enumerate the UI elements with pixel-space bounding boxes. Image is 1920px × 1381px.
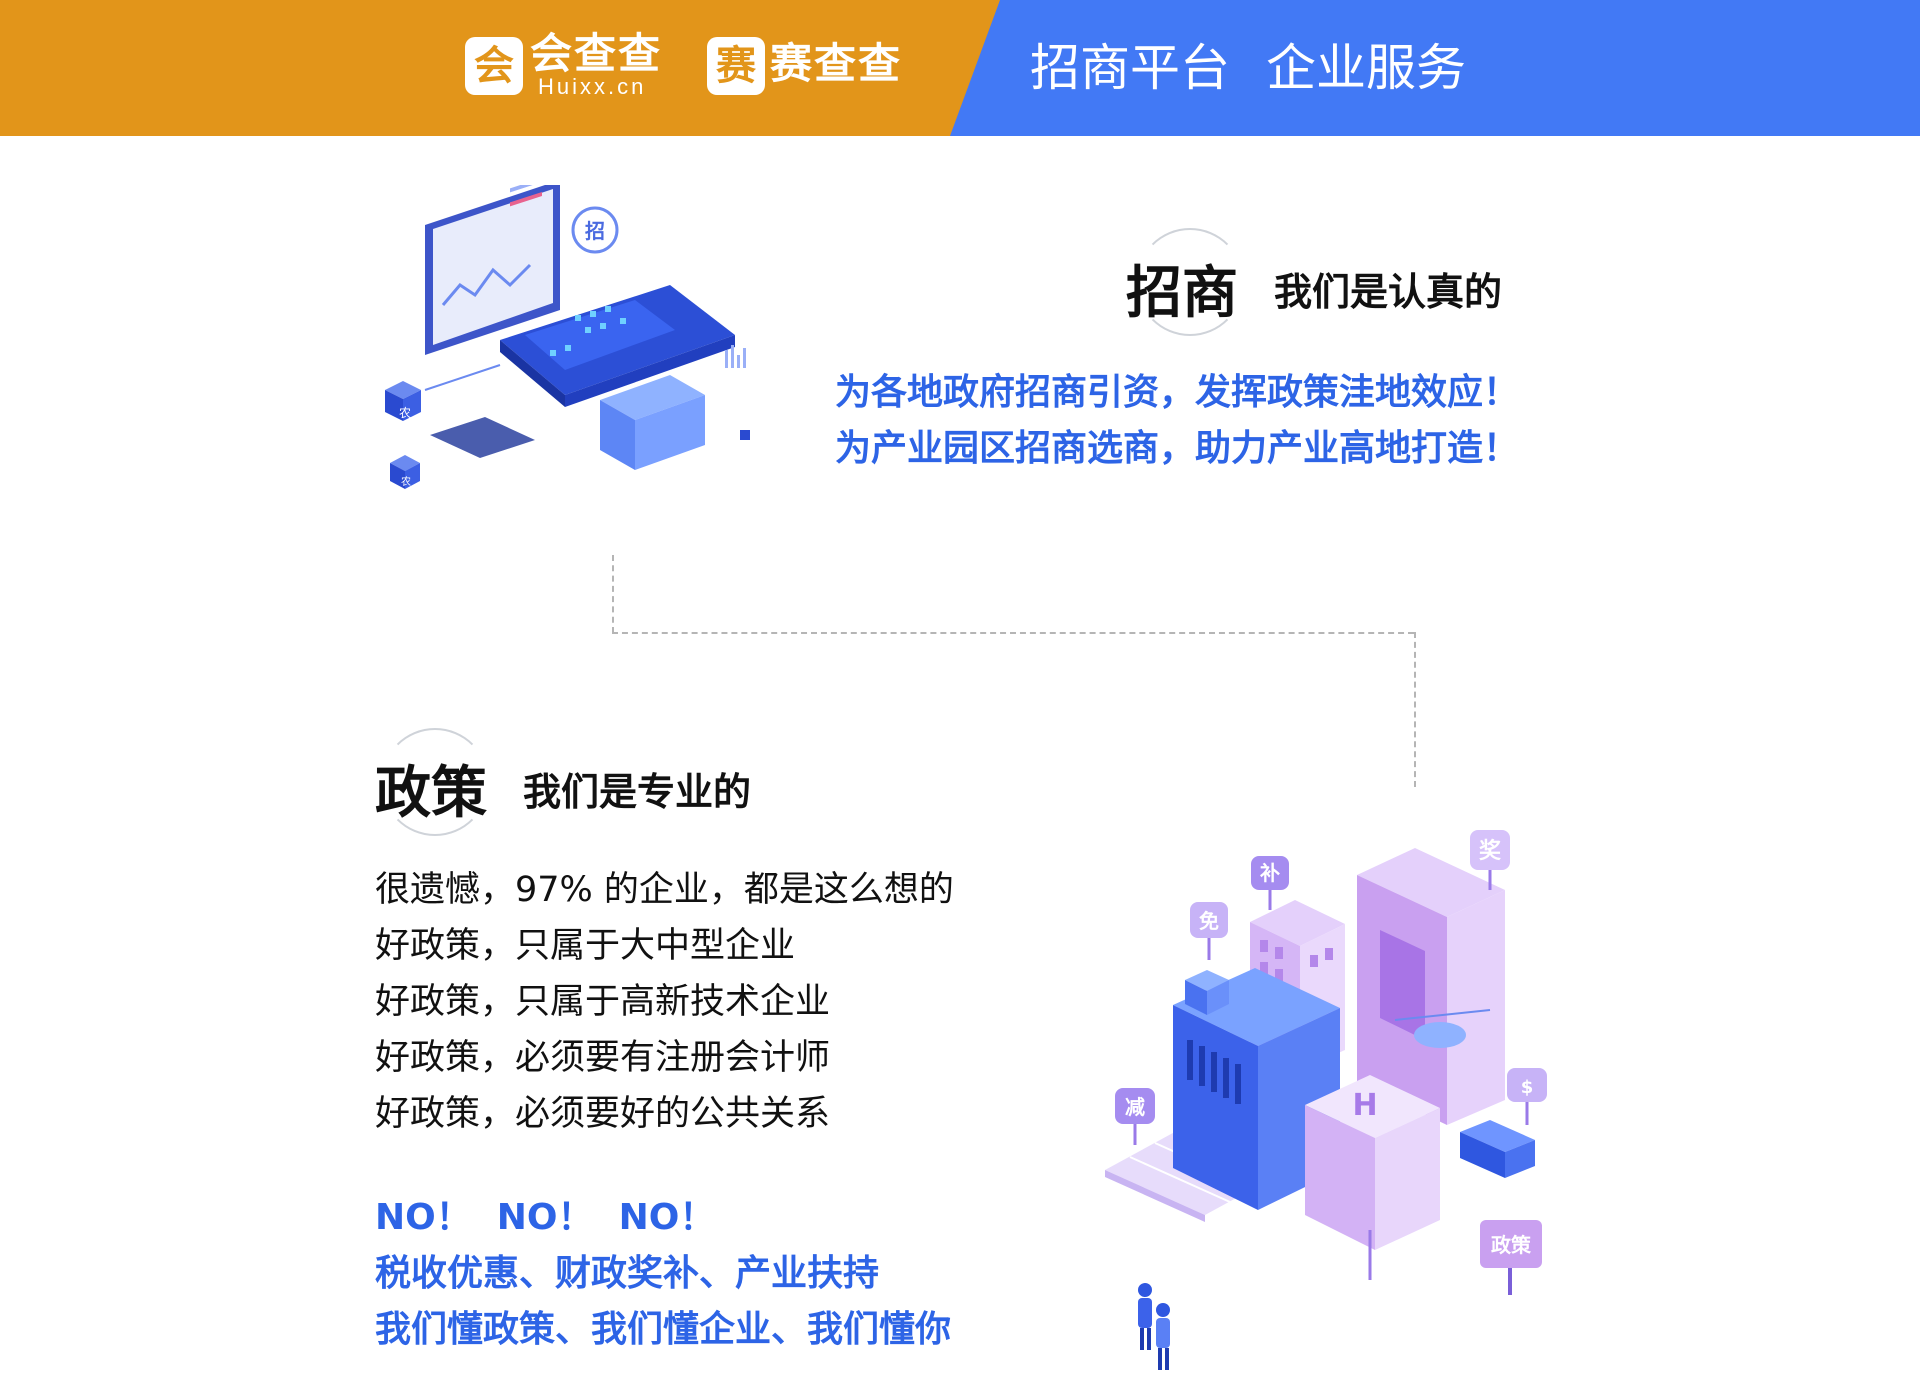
people-figures — [1138, 1283, 1170, 1370]
zhaoshang-line: 为各地政府招商引资，发挥政策洼地效应！ — [835, 372, 1520, 413]
investment-platform-illustration: 招 农 农 — [385, 185, 750, 489]
bu-label: 补 — [1259, 861, 1280, 885]
banner-title-part: 招商平台 — [1030, 39, 1230, 97]
zhengce-answer: NO！ NO！ NO！ 税收优惠、财政奖补、产业扶持 我们懂政策、我们懂企业、我… — [375, 1190, 951, 1358]
zhengce-sign-label: 政策 — [1491, 1233, 1532, 1257]
huichacha-logo-name[interactable]: 会查查 — [530, 29, 663, 78]
zhengce-heading: 政策 我们是专业的 — [375, 748, 751, 829]
misconception-line: 好政策，只属于大中型企业 — [375, 926, 796, 966]
pin-dollar: $ — [1507, 1068, 1547, 1125]
banner-title-part: 企业服务 — [1266, 39, 1466, 97]
saichacha-logo-name[interactable]: 赛查查 — [770, 39, 903, 88]
pin-bu: 补 — [1251, 856, 1289, 910]
policy-city-illustration: H 奖 补 免 减 $ 政策 — [1105, 830, 1547, 1370]
zhao-cloud-label: 招 — [585, 219, 605, 243]
zhaoshang-subtitle: 我们是认真的 — [1274, 270, 1503, 314]
pin-jian: 减 — [1115, 1088, 1155, 1145]
top-banner: 会 会查查 Huixx.cn 赛 赛查查 招商平台企业服务 — [0, 0, 1920, 136]
cube-label: 农 — [401, 475, 411, 488]
answer-line: 税收优惠、财政奖补、产业扶持 — [375, 1253, 880, 1294]
hospital-h-sign: H — [1352, 1088, 1377, 1123]
misconception-line: 好政策，必须要有注册会计师 — [375, 1038, 831, 1078]
no-line: NO！ NO！ NO！ — [375, 1197, 716, 1238]
zhaoshang-line: 为产业园区招商选商，助力产业高地打造！ — [835, 428, 1520, 469]
dashed-connector — [612, 632, 1414, 634]
dashed-connector — [1414, 632, 1416, 787]
saichacha-logo-badge[interactable]: 赛 — [707, 37, 765, 95]
pin-mian: 免 — [1190, 902, 1228, 960]
misconception-line: 好政策，必须要好的公共关系 — [375, 1094, 831, 1134]
pin-zhengce: 政策 — [1480, 1220, 1542, 1295]
jiang-label: 奖 — [1479, 838, 1502, 864]
zhaoshang-title: 招商 — [1126, 261, 1238, 326]
zhengce-title-ring — [381, 728, 489, 836]
zhaoshang-heading: 招商 我们是认真的 — [1126, 248, 1502, 329]
zhengce-title: 政策 — [375, 761, 487, 826]
misconception-line: 好政策，只属于高新技术企业 — [375, 982, 831, 1022]
jian-label: 减 — [1125, 1095, 1145, 1119]
dashed-connector — [612, 555, 614, 633]
pin-jiang: 奖 — [1470, 830, 1510, 890]
banner-title: 招商平台企业服务 — [1030, 38, 1502, 98]
dollar-label: $ — [1521, 1077, 1534, 1098]
zhengce-misconceptions: 很遗憾，97% 的企业，都是这么想的 好政策，只属于大中型企业 好政策，只属于高… — [375, 862, 954, 1142]
zhaoshang-description: 为各地政府招商引资，发挥政策洼地效应！ 为产业园区招商选商，助力产业高地打造！ — [835, 365, 1519, 477]
banner-blue-section — [950, 0, 1920, 136]
mian-label: 免 — [1199, 909, 1219, 933]
zhaoshang-title-ring — [1136, 228, 1244, 336]
huichacha-logo-badge[interactable]: 会 — [465, 37, 523, 95]
cube-label: 农 — [399, 406, 411, 420]
answer-line: 我们懂政策、我们懂企业、我们懂你 — [375, 1309, 952, 1350]
misconception-line: 很遗憾，97% 的企业，都是这么想的 — [375, 870, 954, 910]
huichacha-logo-domain: Huixx.cn — [538, 74, 647, 99]
zhengce-subtitle: 我们是专业的 — [523, 770, 752, 814]
